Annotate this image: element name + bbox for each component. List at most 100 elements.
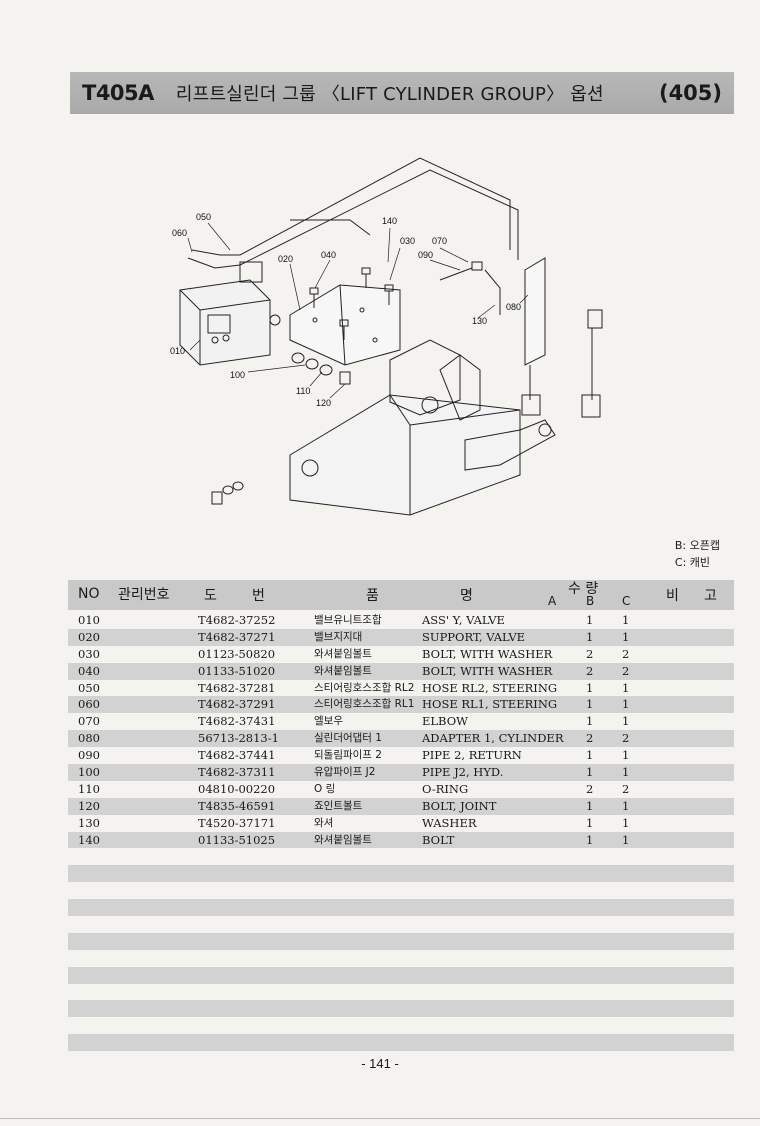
legend-c: C: 캐빈 xyxy=(674,556,711,569)
cell-b: 1 xyxy=(586,798,594,813)
page-number: - 141 - xyxy=(361,1056,399,1071)
cell-en: BOLT, JOINT xyxy=(422,798,497,813)
cell-en: BOLT xyxy=(422,832,455,847)
cell-part: 04810-00220 xyxy=(198,781,276,796)
cell-b: 1 xyxy=(586,815,594,830)
cell-c: 2 xyxy=(622,663,630,678)
cell-b: 1 xyxy=(586,697,594,712)
cell-b: 1 xyxy=(586,680,594,695)
col-quantity: 수 량 xyxy=(568,581,599,597)
cell-c: 1 xyxy=(622,765,630,780)
callout-label: 110 xyxy=(296,386,310,396)
diagram-drawing: 050 060 140 030 070 040 090 020 010 080 … xyxy=(170,157,603,516)
cell-part: 56713-2813-1 xyxy=(198,731,279,746)
callout-label: 060 xyxy=(172,228,187,238)
table-row xyxy=(68,916,734,933)
cell-no: 100 xyxy=(78,765,100,780)
cell-c: 1 xyxy=(622,815,630,830)
callout-label: 080 xyxy=(506,302,521,312)
col-drawing-2: 번 xyxy=(252,588,265,604)
cell-c: 1 xyxy=(622,748,630,763)
cell-no: 020 xyxy=(78,629,100,644)
cell-kr: 실린더어댑터 1 xyxy=(314,732,382,745)
steering-hoses-drawing xyxy=(187,157,519,269)
col-mgmt-number: 관리번호 xyxy=(118,587,170,603)
cell-no: 010 xyxy=(78,613,100,627)
cell-part: T4682-37252 xyxy=(198,613,276,627)
cell-no: 070 xyxy=(78,714,100,729)
cell-part: T4682-37431 xyxy=(198,714,276,729)
col-name-2: 명 xyxy=(460,588,473,604)
cell-b: 1 xyxy=(586,714,594,729)
table-row xyxy=(68,1000,734,1018)
table-row xyxy=(68,899,734,917)
cell-c: 1 xyxy=(622,714,630,729)
cell-en: ADAPTER 1, CYLINDER xyxy=(422,731,564,746)
legend-b: B: 오픈캡 xyxy=(674,539,720,552)
cell-b: 1 xyxy=(586,748,594,763)
col-remarks-1: 비 xyxy=(666,588,679,604)
cell-kr: 유압파이프 J2 xyxy=(314,766,376,779)
callout-label: 090 xyxy=(418,250,433,260)
cell-en: HOSE RL1, STEERING xyxy=(422,697,558,712)
callout-label: 130 xyxy=(472,316,487,326)
return-pipe-drawing xyxy=(439,261,501,315)
group-code: T405A xyxy=(82,81,154,105)
cell-c: 2 xyxy=(622,781,630,796)
table-row xyxy=(68,848,734,865)
cell-kr: 와셔붙임볼트 xyxy=(314,664,372,677)
cell-no: 040 xyxy=(78,663,100,678)
group-title: 리프트실린더 그룹 〈LIFT CYLINDER GROUP〉 옵션 xyxy=(175,84,604,105)
callout-label: 010 xyxy=(170,346,185,356)
cell-part: T4682-37441 xyxy=(198,748,276,763)
cell-kr: 엘보우 xyxy=(314,715,343,728)
col-name-1: 품 xyxy=(366,588,379,604)
cell-kr: 스티어링호스조합 RL1 xyxy=(314,698,415,711)
valve-support-drawing xyxy=(289,284,401,366)
cell-no: 080 xyxy=(78,731,100,746)
callout-label: 020 xyxy=(278,254,293,264)
lift-cylinder-drawing xyxy=(521,257,603,418)
table-row xyxy=(68,966,734,984)
cell-part: 01123-50820 xyxy=(198,646,276,661)
col-drawing-1: 도 xyxy=(204,588,217,604)
table-row xyxy=(68,932,734,950)
cell-c: 2 xyxy=(622,731,630,746)
cell-c: 1 xyxy=(622,832,630,847)
cell-en: WASHER xyxy=(422,815,477,830)
cell-part: T4682-37271 xyxy=(198,629,276,644)
cell-no: 060 xyxy=(78,697,100,712)
cell-part: 01133-51020 xyxy=(198,663,276,678)
table-row xyxy=(68,882,734,899)
valve-unit-drawing xyxy=(179,261,281,366)
exploded-parts-diagram: 050 060 140 030 070 040 090 020 010 080 … xyxy=(100,140,720,520)
cell-b: 1 xyxy=(586,765,594,780)
cell-en: ELBOW xyxy=(422,714,468,729)
col-remarks-2: 고 xyxy=(704,588,717,604)
col-qty-b: B xyxy=(586,594,595,608)
cell-b: 1 xyxy=(586,629,594,644)
callout-label: 120 xyxy=(316,398,331,408)
cell-no: 090 xyxy=(78,748,100,763)
cell-b: 2 xyxy=(586,646,594,661)
callout-label: 100 xyxy=(230,370,245,380)
cell-en: SUPPORT, VALVE xyxy=(422,629,526,644)
callout-label: 030 xyxy=(400,236,415,246)
page-reference: (405) xyxy=(658,81,722,105)
hydraulic-housing-drawing xyxy=(289,339,556,516)
cell-no: 110 xyxy=(78,781,100,796)
callout-label: 070 xyxy=(432,236,447,246)
col-qty-a: A xyxy=(548,594,557,608)
cell-kr: 되돌림파이프 2 xyxy=(314,749,382,762)
cell-en: PIPE J2, HYD. xyxy=(422,765,504,780)
